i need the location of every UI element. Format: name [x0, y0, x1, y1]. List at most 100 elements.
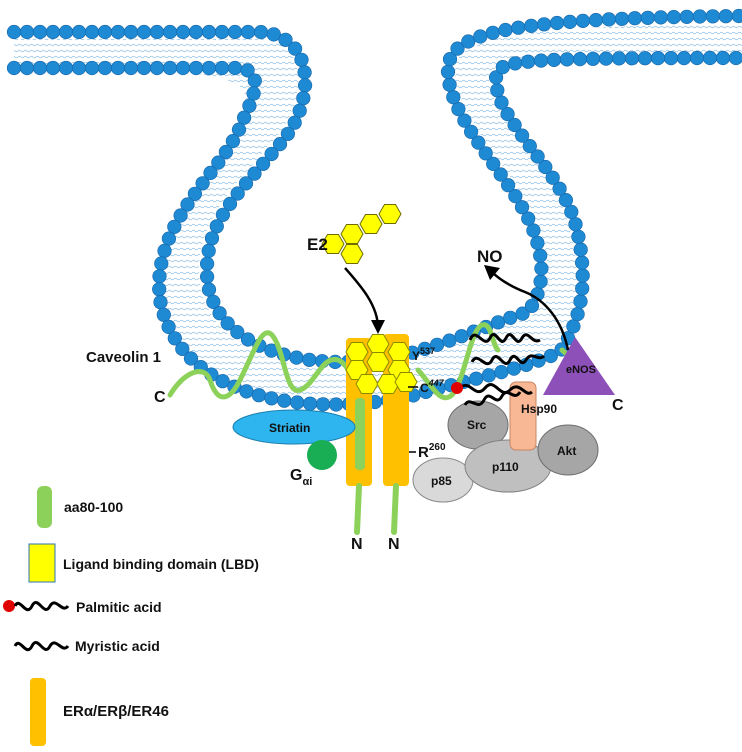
lipid-head	[715, 50, 731, 66]
legend-er-swatch	[30, 678, 46, 746]
lipid-head	[204, 231, 220, 246]
lipid-head	[702, 50, 718, 66]
lipid-head	[110, 24, 126, 40]
lipid-head	[568, 217, 583, 232]
legend-aa80-100-swatch	[37, 486, 52, 528]
legend-palmitic-label: Palmitic acid	[76, 599, 162, 615]
enos-label: eNOS	[566, 364, 596, 376]
lipid-head	[598, 51, 614, 66]
lipid-head	[247, 73, 262, 88]
lipid-head	[195, 176, 210, 191]
lipid-head	[272, 137, 288, 152]
caveolin-1-chain	[167, 330, 355, 400]
lipid-head	[277, 393, 292, 408]
lipid-head	[473, 29, 488, 44]
src-label: Src	[467, 418, 487, 432]
lipid-head	[201, 24, 217, 40]
lipid-head	[298, 78, 313, 93]
lipid-head	[718, 9, 733, 24]
lipid-head	[19, 60, 35, 76]
lipid-head	[538, 159, 553, 175]
lipid-head	[45, 24, 61, 40]
lipid-head	[214, 24, 230, 40]
akt-label: Akt	[557, 444, 576, 458]
legend-lbd-label: Ligand binding domain (LBD)	[63, 556, 259, 572]
lipid-head	[627, 11, 642, 26]
lipid-head	[689, 50, 705, 66]
lipid-head	[290, 395, 305, 410]
lipid-head	[201, 282, 217, 297]
lipid-head	[6, 60, 22, 76]
lipid-head	[316, 397, 331, 412]
lipid-head	[653, 10, 668, 25]
n-terminal-left-label: N	[351, 536, 363, 553]
lipid-head	[230, 186, 245, 201]
lipid-head	[214, 60, 230, 76]
lipid-head	[329, 397, 344, 412]
lipid-head	[530, 235, 545, 250]
lipid-head	[495, 59, 510, 75]
lbd-hexagon	[376, 374, 400, 394]
lipid-head	[156, 307, 171, 322]
legend-palmitic-chain	[13, 601, 70, 612]
lipid-head	[123, 24, 139, 40]
lipid-head	[200, 256, 215, 271]
hsp90	[509, 381, 537, 451]
g-alpha-i-label: Gαi	[290, 467, 312, 488]
lipid-head	[546, 52, 562, 68]
lipid-head	[572, 51, 588, 67]
caveolin-1-chain-right	[415, 322, 501, 400]
lbd-hexagon	[355, 374, 379, 394]
lipid-head	[666, 10, 681, 25]
legend-er-label: ERα/ERβ/ER46	[63, 703, 169, 720]
lipid-head	[446, 90, 461, 105]
lipid-head	[545, 170, 560, 185]
lipid-head	[506, 361, 522, 376]
lipid-head	[175, 60, 191, 76]
lipid-head	[585, 51, 601, 66]
membrane-tails	[14, 24, 742, 402]
lipid-head	[614, 11, 630, 26]
lipid-head	[84, 60, 100, 76]
legend-palmitic-head	[3, 600, 15, 612]
lipid-head	[520, 54, 536, 69]
lipid-head	[637, 51, 653, 66]
lipid-head	[486, 156, 501, 171]
striatin-label: Striatin	[269, 421, 310, 435]
lipid-head	[494, 365, 509, 380]
lipid-head	[152, 282, 167, 297]
e2-arrowhead	[371, 320, 385, 334]
myristic-acid-chain-2	[468, 333, 541, 343]
lipid-head	[251, 388, 266, 403]
lipid-head	[203, 165, 218, 180]
lbd-hexagon	[394, 372, 418, 392]
lipid-head	[231, 122, 247, 137]
lipid-head	[573, 242, 588, 257]
lipid-head	[161, 231, 176, 246]
lipid-head	[209, 219, 224, 234]
lipid-head	[71, 60, 87, 76]
lipid-head	[149, 24, 165, 40]
lipid-head	[153, 295, 168, 310]
lipid-head	[183, 351, 199, 366]
no-arrowhead	[484, 265, 500, 280]
lipid-head	[461, 34, 476, 49]
myristic-acid-chain-1	[463, 391, 522, 406]
palmitic-acid-chain	[458, 383, 533, 395]
e2-label: E2	[307, 235, 328, 254]
lipid-head	[246, 86, 261, 101]
lipid-head	[498, 22, 513, 38]
lipid-head	[19, 24, 35, 40]
caveolin-1-label: Caveolin 1	[86, 349, 161, 366]
lipid-head	[288, 41, 303, 56]
lipid-head	[536, 17, 552, 32]
lipid-head	[530, 149, 545, 164]
lipid-head	[521, 211, 536, 226]
lipid-head	[558, 193, 574, 208]
lipid-head	[524, 18, 539, 33]
lipid-head	[728, 50, 742, 66]
e2-hexagon	[340, 224, 364, 244]
lipid-head	[58, 24, 74, 40]
lipid-head	[471, 135, 486, 150]
